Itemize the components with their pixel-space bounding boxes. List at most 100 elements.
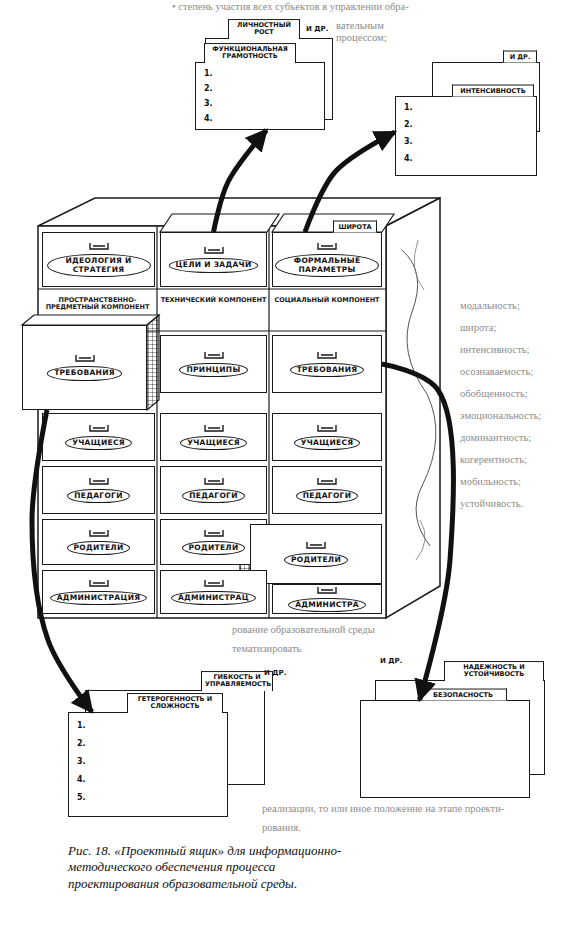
drawer-handle xyxy=(316,586,338,595)
drawer-handle xyxy=(305,541,327,550)
drawer-handle xyxy=(318,587,336,593)
flow-arrow xyxy=(305,132,395,232)
flow-arrow xyxy=(214,130,267,232)
folder-tab: ЛИЧНОСТНЫЙ РОСТ xyxy=(228,19,300,39)
folder-tab: ШИРОТА xyxy=(333,221,377,233)
cabinet-drawer: АДМИНИСТРАЦ xyxy=(160,570,267,614)
cabinet-drawer: ПЕДАГОГИ xyxy=(160,466,267,514)
drawer-handle xyxy=(205,530,223,536)
drawer-handle xyxy=(90,530,108,536)
drawer-handle xyxy=(76,355,94,361)
item-number: 4. xyxy=(404,154,413,163)
page-text: эмоциональность; xyxy=(460,410,560,422)
cabinet-frame xyxy=(38,226,386,618)
drawer-label: АДМИНИСТРАЦИЯ xyxy=(50,591,148,606)
drawer-handle xyxy=(88,477,110,486)
drawer-label: РОДИТЕЛИ xyxy=(182,541,246,556)
folder-tab: ИНТЕНСИВНОСТЬ xyxy=(452,85,534,97)
drawer-handle xyxy=(90,478,108,484)
drawer-handle xyxy=(205,247,223,253)
cabinet-divider xyxy=(156,226,157,618)
page-text: рование образовательной среды xyxy=(232,624,432,636)
drawer-handle xyxy=(205,425,223,431)
folder-tab: БЕЗОПАСНОСТЬ xyxy=(419,689,507,701)
drawer-label: РОДИТЕЛИ xyxy=(284,553,348,568)
drawer-label: РОДИТЕЛИ xyxy=(67,541,131,556)
drawer-handle xyxy=(88,529,110,538)
drawer-label: ПЕДАГОГИ xyxy=(296,489,359,504)
drawer-handle xyxy=(88,242,110,251)
drawer-handle xyxy=(203,529,225,538)
page-text: тематизировать xyxy=(232,643,382,655)
drawer-handle xyxy=(203,477,225,486)
drawer-handle xyxy=(316,424,338,433)
drawer-handle xyxy=(316,351,338,360)
drawer-handle xyxy=(307,542,325,548)
folder-tab: И ДР. xyxy=(503,51,537,63)
folder-tab: НАДЕЖНОСТЬ И УСТОЙЧИВОСТЬ xyxy=(444,661,544,681)
cabinet-drawer: ШИРОТАФОРМАЛЬНЫЕ ПАРАМЕТРЫ xyxy=(272,232,382,287)
cabinet-drawer: ТРЕБОВАНИЯ xyxy=(22,325,147,410)
drawer-handle xyxy=(318,243,336,249)
page-text: рования. xyxy=(262,822,342,834)
cabinet-drawer: УЧАЩИЕСЯ xyxy=(42,413,155,461)
page-text: когерентность; xyxy=(460,454,560,466)
cabinet-drawer: АДМИНИСТРА xyxy=(272,584,382,614)
item-number: 2. xyxy=(404,120,413,129)
cabinet-drawer: РОДИТЕЛИ xyxy=(250,524,382,584)
cabinet-drawer: ПЕДАГОГИ xyxy=(272,466,382,514)
drawer-label: УЧАЩИЕСЯ xyxy=(294,436,361,451)
drawer-label: АДМИНИСТРА xyxy=(288,598,366,613)
page-text: устойчивость. xyxy=(460,498,560,510)
cabinet-drawer: ЦЕЛИ И ЗАДАЧИ xyxy=(160,232,267,287)
item-number: 3. xyxy=(404,137,413,146)
flow-arrow xyxy=(382,364,453,700)
page-text: • степень участия всех субъектов в управ… xyxy=(172,1,562,13)
drawer-handle xyxy=(203,246,225,255)
drawer-handle xyxy=(205,580,223,586)
note-text: И ДР. xyxy=(380,657,402,665)
side-ornament xyxy=(414,240,425,560)
page-text: доминантность; xyxy=(460,432,560,444)
page-text: обобщенность; xyxy=(460,388,560,400)
drawer-handle xyxy=(88,424,110,433)
drawer-handle xyxy=(205,478,223,484)
page-text: интенсивность; xyxy=(460,344,560,356)
cabinet-drawer: УЧАЩИЕСЯ xyxy=(160,413,267,461)
cabinet-shelf xyxy=(38,288,386,289)
drawer-handle xyxy=(203,351,225,360)
page-text: широта; xyxy=(460,322,560,334)
note-text: И ДР. xyxy=(264,669,286,677)
cabinet-drawer: УЧАЩИЕСЯ xyxy=(272,413,382,461)
drawer-label: ПЕДАГОГИ xyxy=(182,489,245,504)
note-text: И ДР. xyxy=(306,25,328,33)
drawer-label: ТРЕБОВАНИЯ xyxy=(47,366,122,381)
drawer-handle xyxy=(318,425,336,431)
item-number: 1. xyxy=(404,103,413,112)
figure-caption: Рис. 18. «Проектный ящик» для информацио… xyxy=(68,843,364,892)
drawer-handle xyxy=(318,352,336,358)
cabinet-side xyxy=(386,198,440,618)
drawer-label: ИДЕОЛОГИЯ И СТРАТЕГИЯ xyxy=(47,254,151,277)
drawer-label: ТРЕБОВАНИЯ xyxy=(290,363,365,378)
component-label: СОЦИАЛЬНЫЙ КОМПОНЕНТ xyxy=(272,291,382,304)
side-ornament xyxy=(402,250,436,546)
item-number: 3. xyxy=(77,757,86,766)
item-number: 4. xyxy=(204,114,213,123)
cabinet-drawer: ПРИНЦИПЫ xyxy=(160,335,267,393)
drawer-handle xyxy=(90,580,108,586)
cabinet-drawer: ПЕДАГОГИ xyxy=(42,466,155,514)
page-text: вательным процессом; xyxy=(336,20,436,44)
item-number: 5. xyxy=(77,793,86,802)
drawer-label: УЧАЩИЕСЯ xyxy=(180,436,247,451)
page-text: мобильность; xyxy=(460,476,560,488)
cabinet-drawer: АДМИНИСТРАЦИЯ xyxy=(42,570,155,614)
drawer-handle xyxy=(88,579,110,588)
drawer-handle xyxy=(205,352,223,358)
drawer-top xyxy=(272,214,394,232)
drawer-handle xyxy=(74,354,96,363)
cabinet-drawer: РОДИТЕЛИ xyxy=(42,519,155,565)
page-text: осознаваемость; xyxy=(460,366,560,378)
drawer-label: ЦЕЛИ И ЗАДАЧИ xyxy=(169,258,259,273)
